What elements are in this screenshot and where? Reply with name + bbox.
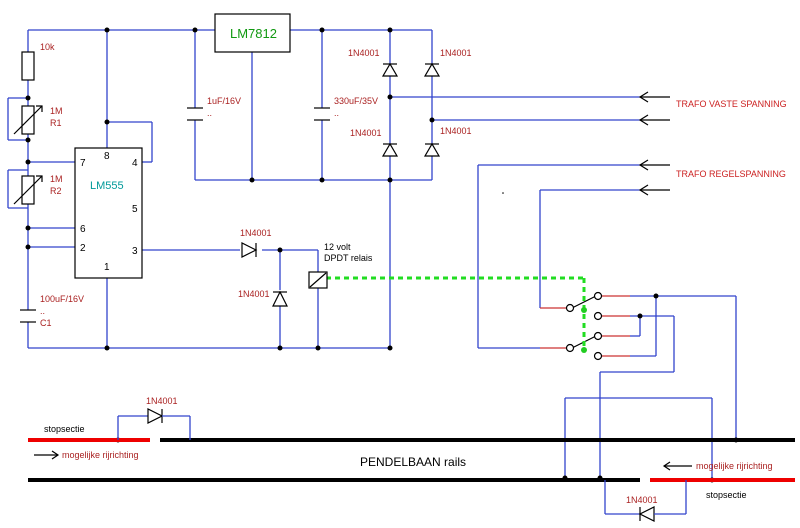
cap-c1-polarity: .. <box>40 306 45 316</box>
cap-1uf-polarity: .. <box>207 108 212 118</box>
stop-diode-right <box>604 480 687 522</box>
pin-2-label: 2 <box>80 243 86 254</box>
relay-contact-wiring <box>477 164 737 480</box>
trafo-input-arrows <box>638 91 670 196</box>
pin-6-label: 6 <box>80 224 86 235</box>
relay-coil <box>308 271 328 289</box>
bridge-diode-bottom-right-label: 1N4001 <box>440 126 472 136</box>
bridge-diode-top-right-label: 1N4001 <box>440 48 472 58</box>
relay-contact-terminals <box>565 291 603 361</box>
bridge-diode-top-left <box>381 62 399 77</box>
bridge-diode-bottom-left <box>381 142 399 157</box>
capacitor-1uf <box>187 107 203 121</box>
cap-330uf-value: 330uF/35V <box>334 96 378 106</box>
capacitor-330uf <box>314 107 330 121</box>
relay-label-line1: 12 volt <box>324 242 351 252</box>
pin-4-label: 4 <box>132 158 138 169</box>
pot-r1-ref: R1 <box>50 118 62 128</box>
relay-mechanical-link <box>326 276 587 353</box>
resistor-10k-label: 10k <box>40 42 55 52</box>
bridge-diode-top-left-label: 1N4001 <box>348 48 380 58</box>
stop-diode-right-label: 1N4001 <box>626 495 658 505</box>
trafo-fixed-label: TRAFO VASTE SPANNING <box>676 99 787 109</box>
pot-r2-value: 1M <box>50 174 63 184</box>
pot-r1-value: 1M <box>50 106 63 116</box>
timer-ic-box <box>74 147 143 279</box>
direction-arrow-right-icon <box>34 450 60 460</box>
direction-right-label: mogelijke rijrichting <box>696 461 773 471</box>
relay-label-line2: DPDT relais <box>324 253 373 263</box>
trafo-variable-label: TRAFO REGELSPANNING <box>676 169 786 179</box>
stop-section-left-label: stopsectie <box>44 424 85 434</box>
pin-1-label: 1 <box>104 262 110 273</box>
resistor-10k <box>21 51 35 81</box>
pin-8-label: 8 <box>104 151 110 162</box>
flyback-diode-label: 1N4001 <box>238 289 270 299</box>
regulator-label: LM7812 <box>230 26 277 41</box>
pot-r2-ref: R2 <box>50 186 62 196</box>
cap-c1-value: 100uF/16V <box>40 294 84 304</box>
flyback-diode <box>272 290 288 307</box>
pin-5-label: 5 <box>132 204 138 215</box>
pin-3-label: 3 <box>132 246 138 257</box>
stop-diode-left-label: 1N4001 <box>146 396 178 406</box>
cap-c1-ref: C1 <box>40 318 52 328</box>
regulator-box <box>214 13 291 53</box>
stop-section-right-label: stopsectie <box>706 490 747 500</box>
pin-7-label: 7 <box>80 158 86 169</box>
bridge-diode-bottom-right <box>423 142 441 157</box>
direction-left-label: mogelijke rijrichting <box>62 450 139 460</box>
direction-arrow-left-icon <box>662 461 692 471</box>
bridge-diode-bottom-left-label: 1N4001 <box>350 128 382 138</box>
rails-label: PENDELBAAN rails <box>360 455 466 469</box>
bridge-diode-top-right <box>423 62 441 77</box>
cap-330uf-polarity: .. <box>334 108 339 118</box>
timer-ic-label: LM555 <box>90 180 124 192</box>
stop-diode-left <box>117 408 191 440</box>
cap-1uf-value: 1uF/16V <box>207 96 241 106</box>
capacitor-c1 <box>20 309 36 323</box>
series-diode-label: 1N4001 <box>240 228 272 238</box>
series-diode <box>241 242 258 258</box>
